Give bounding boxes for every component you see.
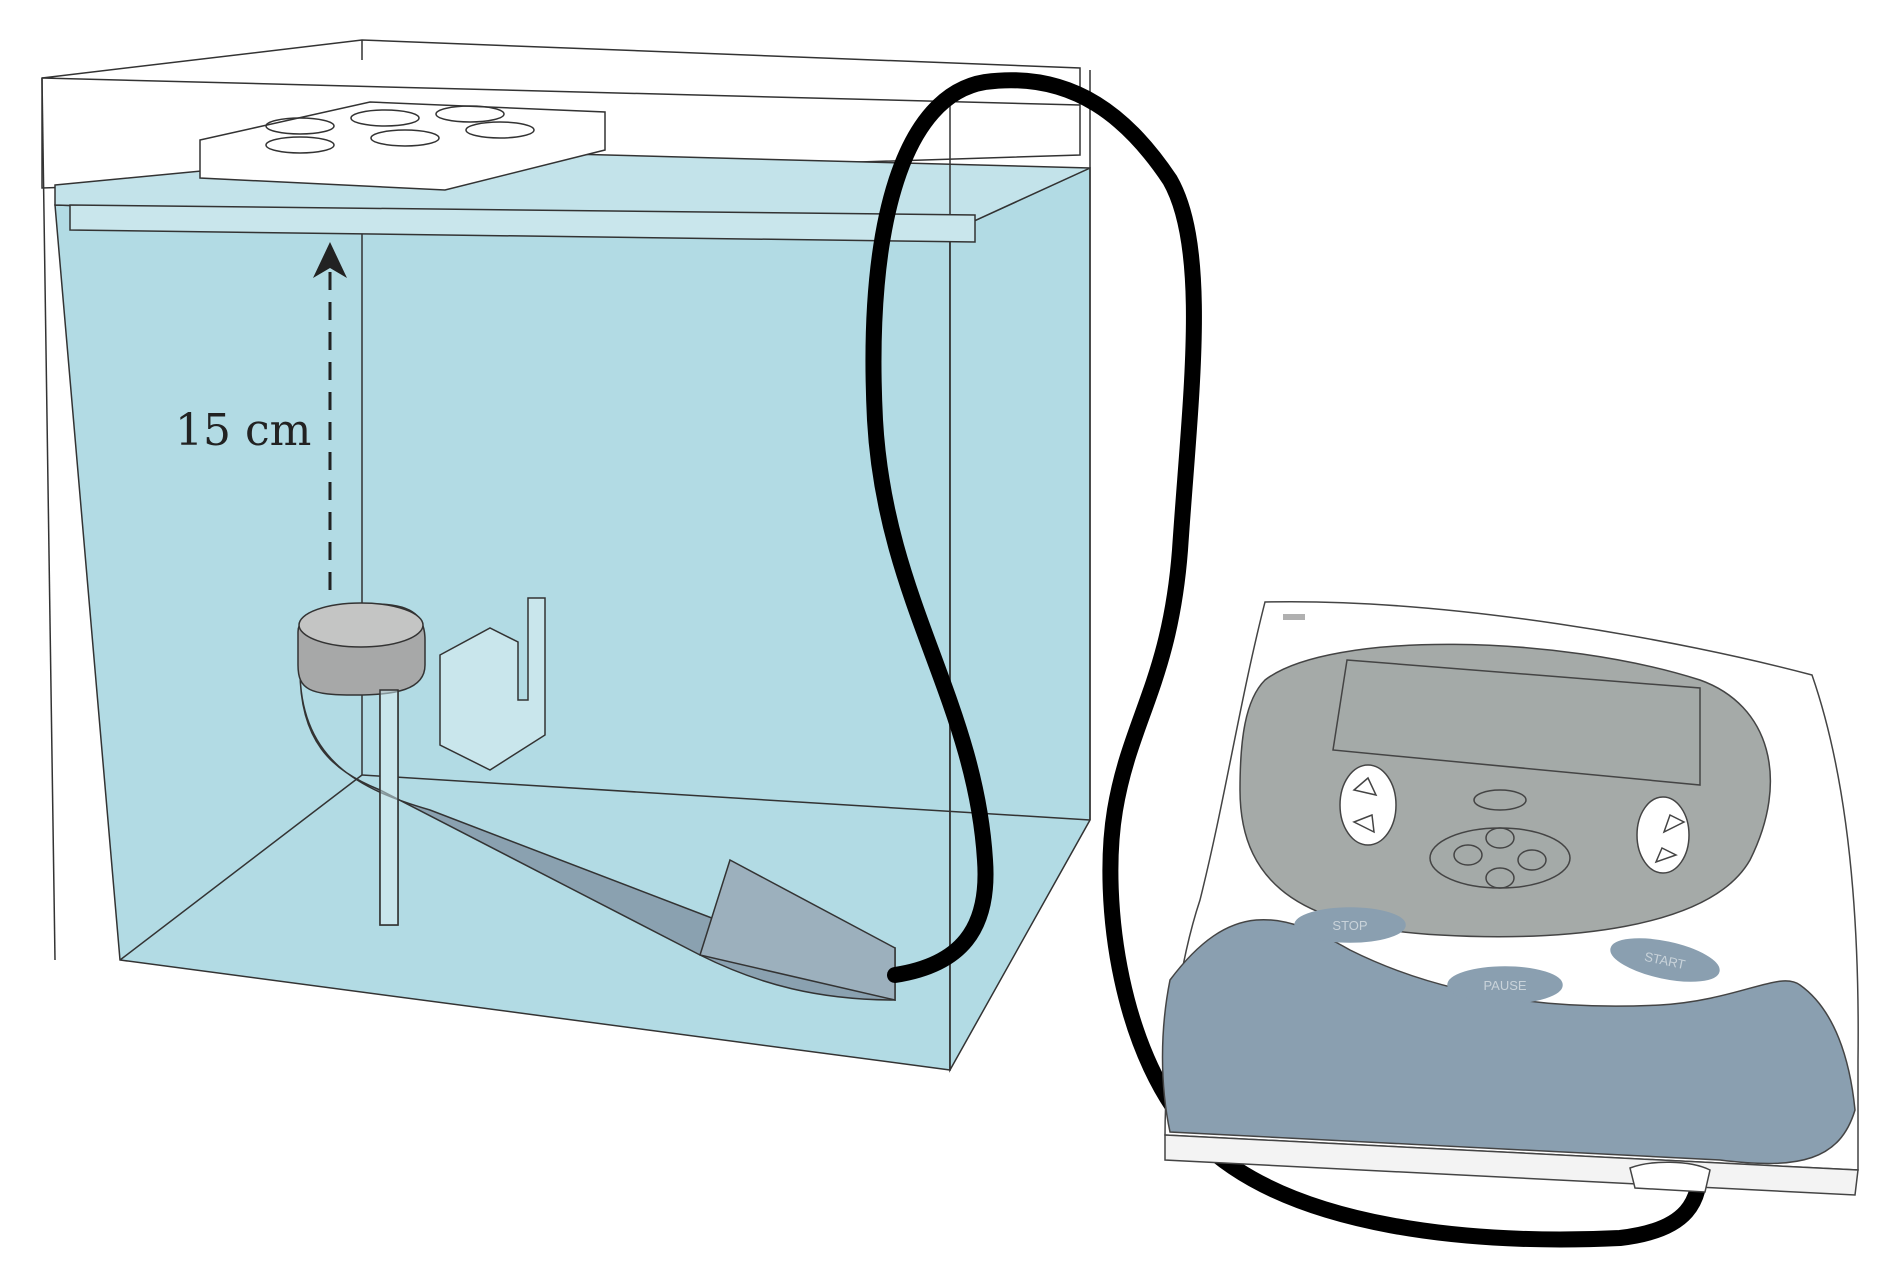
probe-neck [699, 858, 896, 1001]
pause-button-label: PAUSE [1483, 978, 1526, 993]
support-plate [69, 204, 976, 243]
stand-back-plate [439, 597, 546, 771]
cable-port [1629, 1161, 1711, 1193]
keypad-key[interactable] [1453, 844, 1483, 866]
holder-wells [265, 105, 535, 154]
display-screen [1332, 659, 1701, 786]
left-button-pad[interactable] [1339, 764, 1397, 846]
stand-front-plate-overlay [379, 689, 399, 926]
device-indicator [1283, 614, 1305, 620]
pause-button[interactable]: PAUSE [1447, 966, 1563, 1004]
right-arrow-icon [1654, 846, 1678, 864]
device-front-band [1161, 919, 1856, 1165]
keypad [1429, 827, 1571, 889]
right-button-pad[interactable] [1636, 796, 1690, 874]
keypad-key[interactable] [1485, 827, 1515, 849]
water-tank [41, 39, 1091, 1073]
start-button[interactable]: START [1607, 931, 1722, 989]
keypad-key[interactable] [1485, 867, 1515, 889]
distance-arrow [313, 242, 347, 590]
probe-cable [865, 72, 1708, 1248]
left-arrow-icon [1352, 813, 1375, 834]
stop-button[interactable]: STOP [1294, 907, 1406, 943]
ultrasound-probe [297, 602, 896, 1001]
keypad-key[interactable] [1517, 849, 1547, 871]
left-arrow-icon [1352, 776, 1378, 797]
distance-label: 15 cm [175, 405, 311, 456]
center-oval-button[interactable] [1473, 789, 1527, 811]
right-arrow-icon [1662, 813, 1686, 834]
stop-button-label: STOP [1332, 918, 1367, 933]
arrow-head-icon [313, 242, 347, 278]
ultrasound-device: STOP PAUSE START [1161, 600, 1859, 1196]
